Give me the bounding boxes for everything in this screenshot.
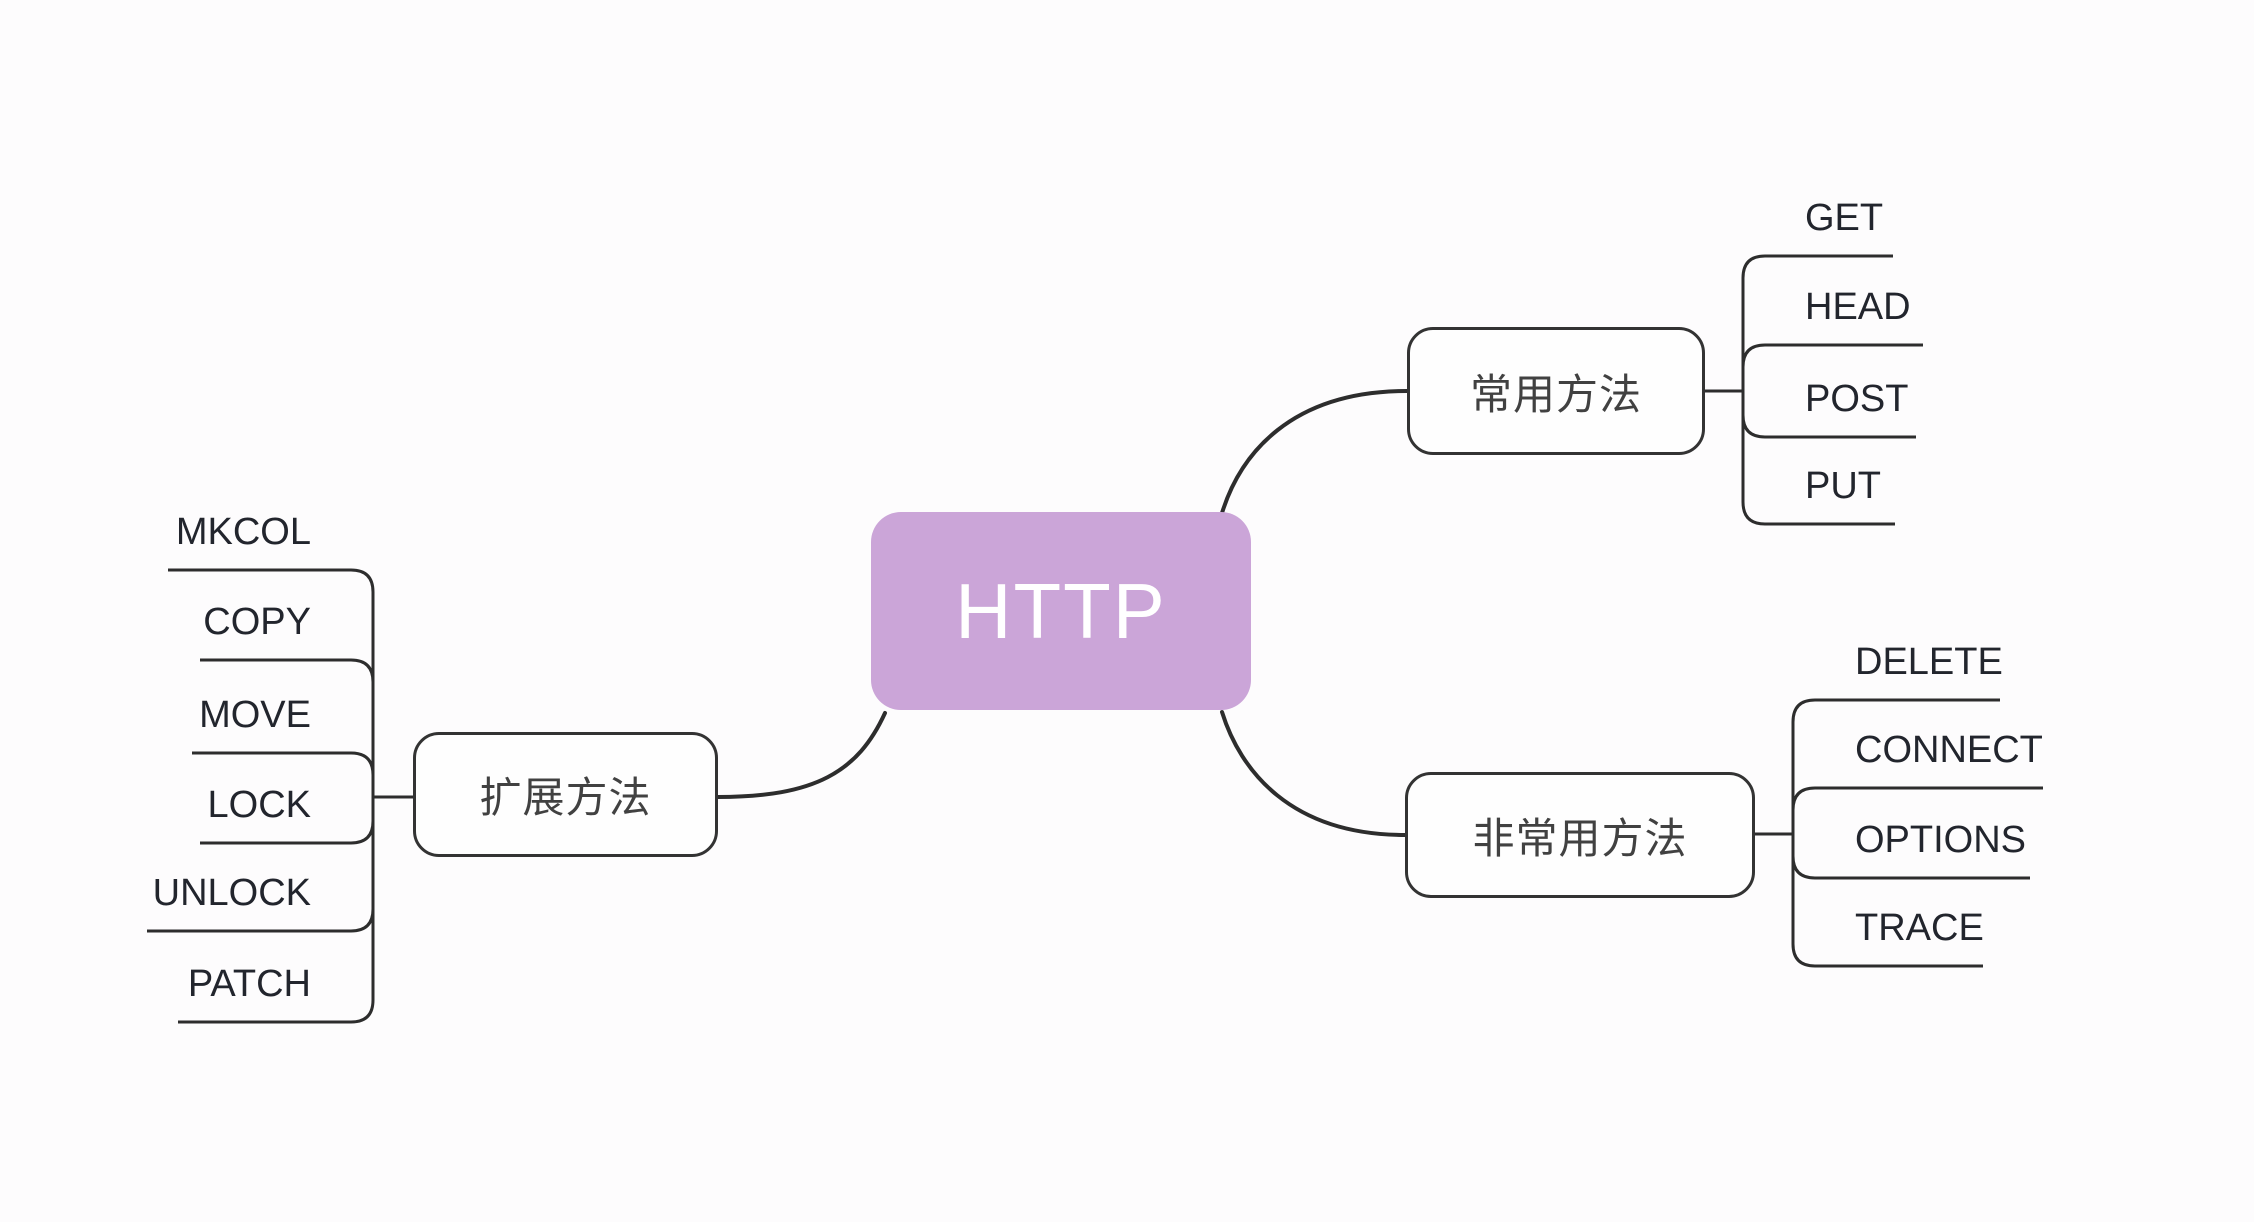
child-topic-copy[interactable]: COPY — [203, 601, 311, 643]
underline-connect — [1791, 786, 2043, 834]
branch-topic-extended[interactable]: 扩展方法 — [413, 732, 718, 857]
child-topic-delete[interactable]: DELETE — [1855, 641, 2003, 683]
child-topic-unlock[interactable]: UNLOCK — [152, 872, 311, 914]
child-topic-lock[interactable]: LOCK — [207, 784, 311, 826]
underline-put — [1741, 391, 1895, 526]
child-topic-put[interactable]: PUT — [1805, 465, 1881, 507]
child-topic-options[interactable]: OPTIONS — [1855, 819, 2027, 861]
child-topic-get[interactable]: GET — [1805, 197, 1884, 239]
edge-root-to-extended — [716, 711, 887, 799]
child-topic-trace[interactable]: TRACE — [1855, 907, 1984, 949]
child-topic-mkcol[interactable]: MKCOL — [175, 511, 311, 553]
edge-root-to-uncommon — [1220, 710, 1407, 837]
child-topic-patch[interactable]: PATCH — [187, 963, 311, 1005]
edge-root-to-common — [1220, 389, 1409, 515]
underline-delete — [1791, 698, 2000, 834]
underline-trace — [1791, 834, 1983, 968]
underline-patch — [178, 797, 375, 1024]
child-topic-connect[interactable]: CONNECT — [1855, 729, 2043, 771]
root-topic-http[interactable]: HTTP — [871, 512, 1251, 710]
underline-head — [1741, 343, 1923, 391]
underline-mkcol — [168, 568, 375, 797]
child-topic-move[interactable]: MOVE — [199, 694, 311, 736]
child-topic-head[interactable]: HEAD — [1805, 286, 1911, 328]
branch-topic-common[interactable]: 常用方法 — [1407, 327, 1705, 455]
underline-copy — [200, 658, 375, 797]
underline-move — [192, 751, 375, 797]
underline-get — [1741, 254, 1893, 391]
branch-topic-uncommon[interactable]: 非常用方法 — [1405, 772, 1755, 898]
child-topic-post[interactable]: POST — [1805, 378, 1909, 420]
